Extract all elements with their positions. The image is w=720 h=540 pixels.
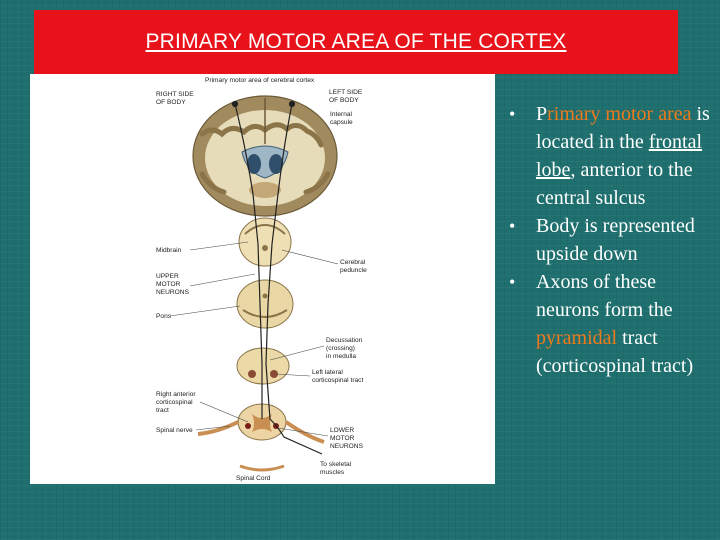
bullet-text: tract (corticospinal tract) [536,327,694,377]
label-right-anterior-3: tract [156,407,169,414]
label-left-lateral-2: corticospinal tract [312,377,363,384]
bullet-text: , anterior to the central sulcus [536,159,693,209]
label-right-side-2: OF BODY [156,99,186,106]
label-left-side-2: OF BODY [329,97,359,104]
label-upper-motor-3: NEURONS [156,289,190,296]
label-right-anterior-1: Right anterior [156,391,196,398]
label-left-side-1: LEFT SIDE [329,89,363,96]
label-spinal-cord: Spinal Cord [236,475,271,482]
leader-lines [169,241,339,437]
label-lower-motor-2: MOTOR [330,435,355,442]
label-lower-motor-1: LOWER [330,427,354,434]
title-bar: PRIMARY MOTOR AREA OF THE CORTEX [34,10,678,74]
bullet-text: rimary motor area [547,103,692,125]
midbrain-section [238,217,292,267]
bullet-item: Primary motor area is located in the fro… [500,100,715,212]
bullet-text: Axons of these neurons form the [536,271,673,321]
bullet-item: Axons of these neurons form the pyramida… [500,268,715,380]
spinal-cord-section [197,403,325,472]
brain-section [192,95,338,217]
medulla-section [236,347,290,385]
label-internal-capsule-1: Internal [330,111,353,118]
label-internal-capsule-2: capsule [330,119,353,126]
label-lower-motor-3: NEURONS [330,443,364,450]
label-right-anterior-2: corticospinal [156,399,193,406]
label-upper-motor-1: UPPER [156,273,179,280]
bullet-text: pyramidal [536,327,618,349]
bullet-item: Body is represented upside down [500,212,715,268]
label-pons: Pons [156,313,172,320]
motor-pathway-illustration: Primary motor area of cerebral cortex RI… [156,77,367,482]
bullet-list: Primary motor area is located in the fro… [500,100,715,380]
label-midbrain: Midbrain [156,247,182,254]
label-right-side-1: RIGHT SIDE [156,91,194,98]
label-decussation-3: in medulla [326,353,356,360]
label-decussation-2: (crossing) [326,345,355,352]
bullet-text: P [536,103,548,125]
label-to-skeletal-1: To skeletal [320,461,352,468]
slide-title: PRIMARY MOTOR AREA OF THE CORTEX [145,30,567,53]
label-to-skeletal-2: muscles [320,469,345,476]
label-spinal-nerve: Spinal nerve [156,427,193,434]
label-cerebral-peduncle-1: Cerebral [340,259,366,266]
label-left-lateral-1: Left lateral [312,369,343,376]
motor-pathway-figure: Primary motor area of cerebral cortex RI… [30,74,495,484]
label-cerebral-peduncle-2: peduncle [340,267,367,274]
label-primary-motor-area: Primary motor area of cerebral cortex [205,77,315,84]
bullet-text: Body is represented upside down [536,215,695,265]
pons-section [236,279,294,329]
bullet-text: is located in the [536,103,710,153]
bullet-text: frontal lobe [536,131,703,181]
corticospinal-tract-lines [231,100,323,455]
label-decussation-1: Decussation [326,337,363,344]
label-upper-motor-2: MOTOR [156,281,181,288]
